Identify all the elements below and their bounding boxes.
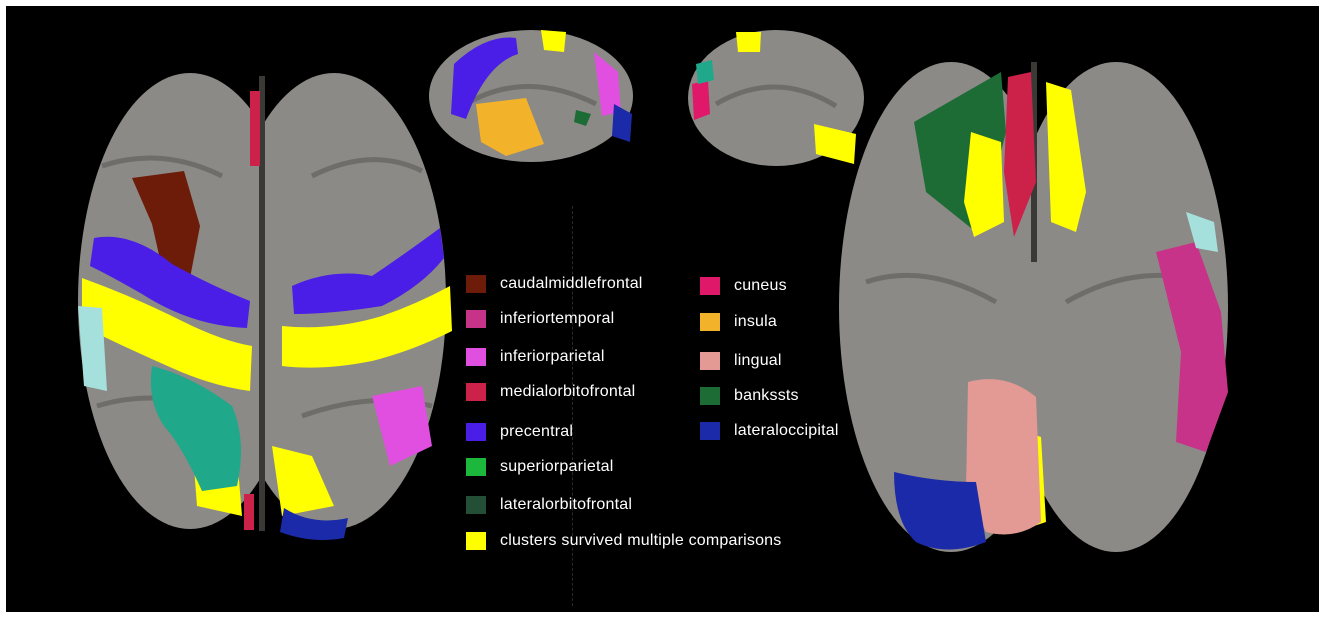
legend-label: lingual — [734, 352, 782, 369]
region-precentral-right — [292, 228, 444, 314]
region-lightcyan-ventral — [1186, 212, 1218, 252]
region-cluster-medial-right-bottom — [814, 124, 856, 164]
legend-label: medialorbitofrontal — [500, 383, 636, 400]
brain-figure-canvas: caudalmiddlefrontal inferiortemporal inf… — [6, 6, 1319, 612]
legend-swatch — [466, 423, 486, 441]
region-lateraloccipital-ventral — [894, 472, 986, 550]
interhemispheric-fissure — [259, 76, 265, 531]
region-inferiortemporal-ventral — [1156, 242, 1228, 452]
region-cluster-ventral-left — [964, 132, 1004, 237]
region-cluster-medial — [541, 30, 566, 52]
region-inferiorparietal-medial — [594, 52, 621, 116]
legend-item-insula: insula — [700, 310, 777, 334]
brain-medial-view-right — [688, 30, 864, 166]
legend-item-caudalmiddlefrontal: caudalmiddlefrontal — [466, 272, 643, 296]
brain-ventral-view — [839, 62, 1228, 552]
legend-item-lingual: lingual — [700, 349, 782, 373]
sulcus-line — [464, 84, 598, 107]
legend-swatch — [700, 387, 720, 405]
legend-label: bankssts — [734, 387, 799, 404]
region-cluster-right-central — [282, 286, 452, 368]
legend-swatch — [466, 532, 486, 550]
legend-label: cuneus — [734, 277, 787, 294]
legend-swatch — [700, 277, 720, 295]
region-cluster-medial-right-top — [736, 32, 761, 52]
sulcus-line — [714, 84, 838, 109]
legend-item-lateraloccipital: lateraloccipital — [700, 419, 839, 443]
legend-item-medialorbitofrontal: medialorbitofrontal — [466, 380, 635, 404]
region-cluster-left-central — [82, 278, 252, 391]
legend-item-cuneus: cuneus — [700, 274, 787, 298]
sulcus-line — [101, 155, 224, 179]
legend-item-inferiortemporal: inferiortemporal — [466, 307, 614, 331]
region-teal-left — [150, 366, 241, 491]
legend-swatch — [466, 310, 486, 328]
region-bankssts-medial — [574, 110, 591, 126]
region-cluster-ventral-mid — [1046, 82, 1086, 232]
region-caudalmiddlefrontal — [132, 171, 200, 278]
region-precentral-medial — [451, 37, 518, 119]
region-cuneus-medial-right — [692, 80, 710, 120]
region-lightcyan-left — [78, 306, 107, 391]
legend-label: inferiortemporal — [500, 310, 615, 327]
region-inferiorparietal-right — [372, 386, 432, 466]
region-lateraloccipital-medial — [612, 104, 632, 142]
legend-swatch — [466, 458, 486, 476]
legend-label: lateraloccipital — [734, 422, 839, 439]
legend-item-precentral: precentral — [466, 420, 573, 444]
sulcus-line — [865, 272, 998, 305]
region-lingual-ventral — [966, 379, 1041, 535]
legend-label: caudalmiddlefrontal — [500, 275, 643, 292]
legend-swatch — [466, 496, 486, 514]
sulcus-line — [310, 157, 424, 179]
region-insula-medial — [476, 98, 544, 156]
region-lateraloccipital-right — [280, 508, 348, 540]
legend-swatch — [700, 352, 720, 370]
legend-label: precentral — [500, 423, 574, 440]
legend-swatch — [700, 313, 720, 331]
legend-label: clusters survived multiple comparisons — [500, 532, 782, 549]
region-medialorbitofrontal-bottom — [244, 494, 254, 530]
legend-label: superiorparietal — [500, 458, 614, 475]
legend-item-lateralorbitofrontal: lateralorbitofrontal — [466, 493, 632, 517]
region-cluster-right-posterior — [272, 446, 334, 516]
region-teal-medial-right — [696, 60, 714, 84]
legend-item-bankssts: bankssts — [700, 384, 799, 408]
legend-item-superiorparietal: superiorparietal — [466, 455, 613, 479]
panel-divider — [572, 206, 573, 606]
legend-label: insula — [734, 313, 778, 330]
legend-swatch — [466, 348, 486, 366]
legend-swatch — [466, 275, 486, 293]
legend-label: inferiorparietal — [500, 348, 605, 365]
legend-item-clusters: clusters survived multiple comparisons — [466, 529, 781, 553]
region-precentral-left — [90, 236, 250, 328]
region-medialorbitofrontal-ventral — [1004, 72, 1036, 237]
legend-swatch — [700, 422, 720, 440]
brain-medial-view-left — [429, 30, 633, 162]
legend-item-inferiorparietal: inferiorparietal — [466, 345, 605, 369]
legend-label: lateralorbitofrontal — [500, 496, 633, 513]
region-medialorbitofrontal-left — [250, 91, 260, 166]
brain-dorsal-view — [78, 73, 452, 540]
legend-swatch — [466, 383, 486, 401]
